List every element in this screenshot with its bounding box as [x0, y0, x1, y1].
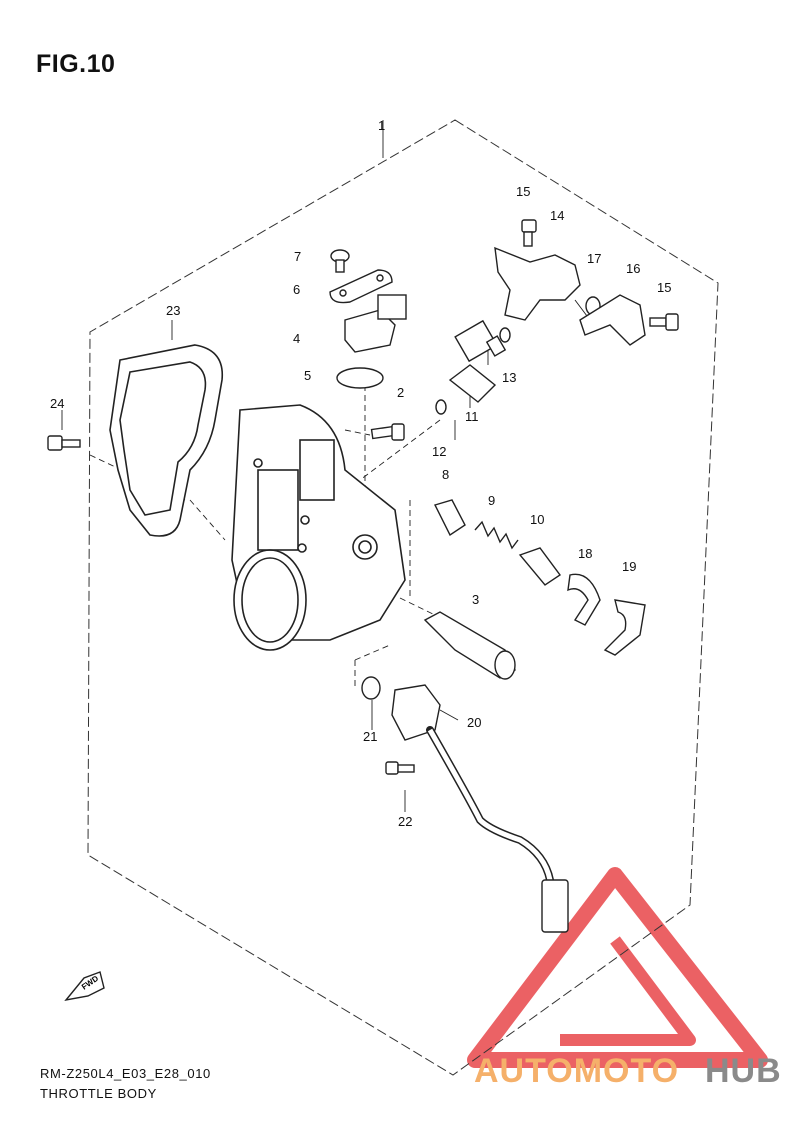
callout-14: 14	[550, 208, 564, 223]
nut-10	[518, 547, 562, 586]
callout-9: 9	[488, 493, 495, 508]
fwd-arrow: FWD	[64, 971, 105, 1002]
callout-11: 11	[465, 409, 479, 424]
o-ring-5	[336, 367, 384, 389]
callout-8: 8	[442, 467, 449, 482]
callout-18: 18	[578, 546, 592, 561]
bolt-15-top	[521, 219, 537, 247]
callout-10: 10	[530, 512, 544, 527]
sensor-4	[344, 294, 407, 353]
callout-23: 23	[166, 303, 180, 318]
callout-21: 21	[363, 729, 377, 744]
watermark-part2: HUB	[705, 1052, 782, 1090]
throttle-body-1	[231, 404, 406, 651]
o-ring-21	[361, 676, 381, 700]
callout-7: 7	[294, 249, 301, 264]
callout-13: 13	[502, 370, 516, 385]
screw-2	[370, 423, 405, 441]
bracket-14	[494, 246, 581, 321]
callout-22: 22	[398, 814, 412, 829]
callout-4: 4	[293, 331, 300, 346]
plunger-8	[433, 499, 466, 537]
idle-screw-3	[423, 611, 516, 680]
callout-2: 2	[397, 385, 404, 400]
bolt-15-right	[649, 313, 679, 331]
sensor-20	[391, 684, 569, 933]
callout-15: 15	[516, 184, 530, 199]
watermark-part1: AUTOMOTO	[474, 1052, 679, 1090]
spring-9	[474, 520, 519, 550]
screw-7	[330, 249, 350, 273]
figure-name: THROTTLE BODY	[40, 1086, 157, 1101]
cover-23	[109, 344, 224, 537]
callout-15: 15	[657, 280, 671, 295]
callout-1: 1	[378, 118, 385, 133]
callout-5: 5	[304, 368, 311, 383]
bolt-22	[385, 761, 415, 775]
plate-6	[329, 269, 393, 304]
watermark-logo	[467, 867, 768, 1068]
assembly-outline	[87, 119, 719, 1076]
callout-numbers: 1234567891011121314151516171819202122232…	[50, 118, 671, 829]
callout-6: 6	[293, 282, 300, 297]
callout-19: 19	[622, 559, 636, 574]
callout-20: 20	[467, 715, 481, 730]
figure-code: RM-Z250L4_E03_E28_010	[40, 1066, 211, 1081]
elbow-19	[603, 599, 646, 656]
bolt-24	[47, 435, 81, 451]
callout-12: 12	[432, 444, 446, 459]
injector-11	[448, 319, 507, 403]
hose-18	[567, 573, 601, 626]
fitting-16	[579, 294, 646, 346]
callout-16: 16	[626, 261, 640, 276]
callout-3: 3	[472, 592, 479, 607]
ring-13	[499, 327, 511, 343]
callout-17: 17	[587, 251, 601, 266]
o-ring-12	[435, 399, 447, 415]
callout-24: 24	[50, 396, 64, 411]
figure-title: FIG.10	[36, 50, 116, 78]
